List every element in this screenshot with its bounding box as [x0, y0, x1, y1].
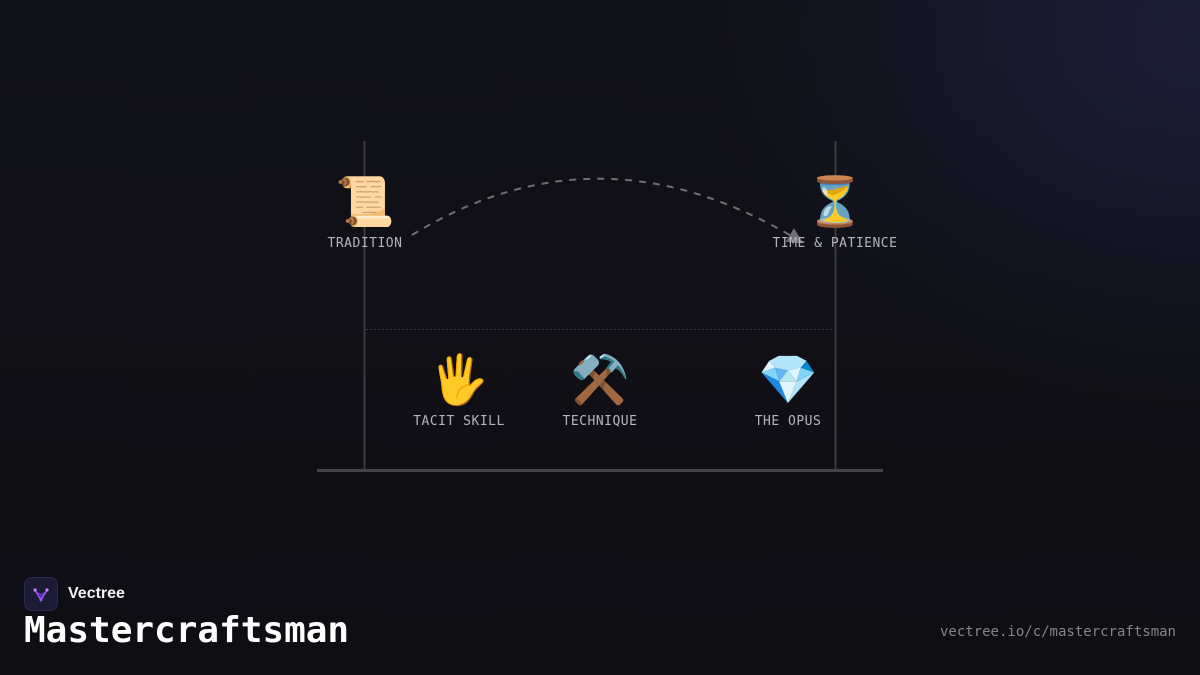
scroll-icon: 📜	[335, 174, 395, 230]
hand-icon: 🖐️	[429, 352, 489, 408]
vectree-logo-icon	[24, 577, 58, 611]
page-title: Mastercraftsman	[24, 610, 350, 651]
node-label-tradition: TRADITION	[327, 236, 403, 251]
node-label-technique: TECHNIQUE	[562, 414, 638, 429]
node-label-the-opus: THE OPUS	[754, 414, 822, 429]
node-the-opus: 💎 THE OPUS	[708, 352, 868, 429]
node-tradition: 📜 TRADITION	[285, 174, 445, 251]
gem-icon: 💎	[758, 352, 818, 408]
hourglass-icon: ⏳	[805, 174, 865, 230]
node-label-tacit-skill: TACIT SKILL	[413, 414, 505, 429]
brand: Vectree	[24, 577, 125, 611]
node-technique: ⚒️ TECHNIQUE	[520, 352, 680, 429]
arc-arrow	[411, 177, 804, 244]
brand-name: Vectree	[68, 585, 125, 602]
course-url-link[interactable]: vectree.io/c/mastercraftsman	[939, 624, 1176, 640]
node-tacit-skill: 🖐️ TACIT SKILL	[379, 352, 539, 429]
node-label-time-patience: TIME & PATIENCE	[772, 236, 898, 251]
hammer-and-pick-icon: ⚒️	[570, 352, 630, 408]
node-time-patience: ⏳ TIME & PATIENCE	[755, 174, 915, 251]
